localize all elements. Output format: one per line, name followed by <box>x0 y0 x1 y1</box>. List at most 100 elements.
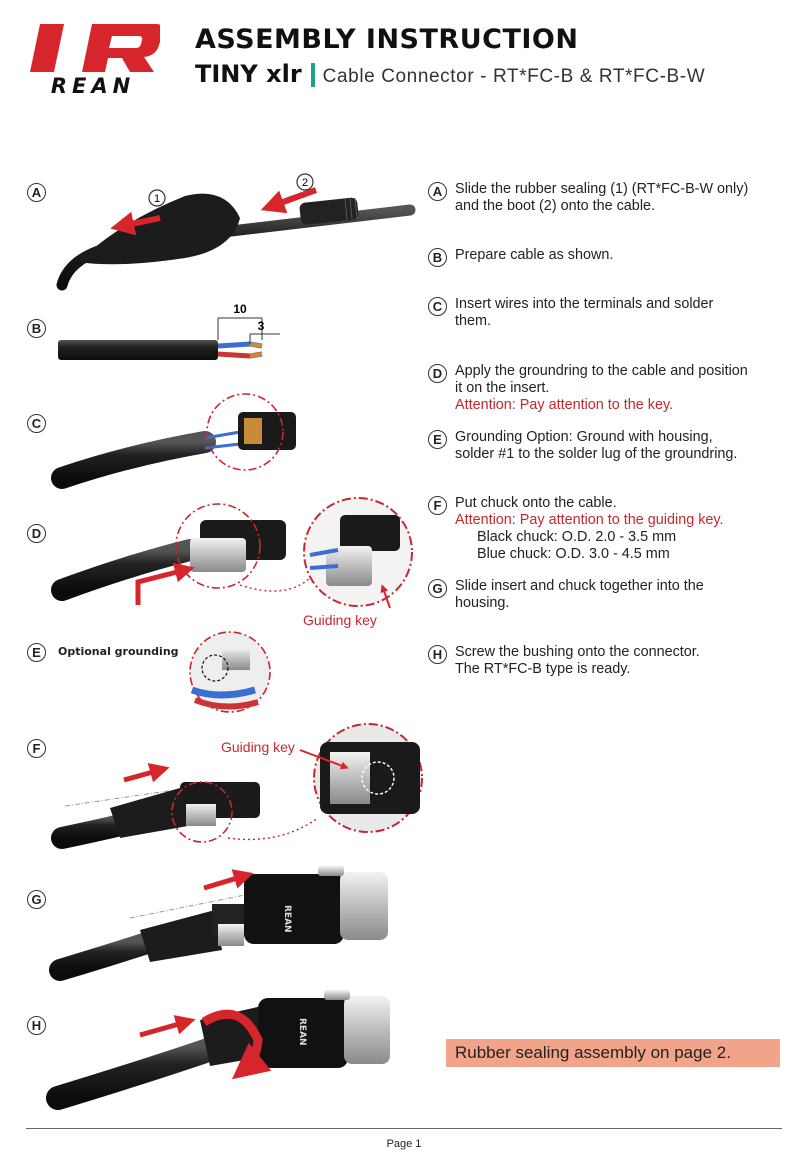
illustration-step-e <box>189 631 271 713</box>
instruction-h-line-1: Screw the bushing onto the connector. <box>455 644 700 660</box>
latch <box>324 990 350 1000</box>
cable-jacket <box>58 340 218 360</box>
housing <box>244 874 344 944</box>
rean-logo: REAN <box>26 22 164 98</box>
instruction-e-line-1: Grounding Option: Ground with housing, <box>455 429 713 445</box>
instruction-e-line-2: solder #1 to the solder lug of the groun… <box>455 446 738 462</box>
arrow-2-label: 2 <box>302 177 308 189</box>
guiding-key-label: Guiding key <box>221 739 295 755</box>
illustration-step-a: 1 2 <box>56 173 416 291</box>
instr-marker-a: A <box>428 182 447 201</box>
instruction-c-line-2: them. <box>455 313 491 329</box>
red-arrow <box>203 869 254 891</box>
illustration-step-h: REAN <box>46 990 390 1110</box>
step-marker-d: D <box>27 524 46 543</box>
instruction-a-line-2: and the boot (2) onto the cable. <box>455 198 656 214</box>
wire-red <box>193 697 259 710</box>
red-arrow <box>123 763 170 783</box>
zoom-groundring <box>326 546 372 586</box>
step-marker-e: E <box>27 643 46 662</box>
dimension-10: 10 <box>233 302 247 316</box>
instr-marker-e: E <box>428 430 447 449</box>
instruction-f-attention: Attention: Pay attention to the guiding … <box>455 512 724 528</box>
product-title: TINY xlr Cable Connector - RT*FC-B & RT*… <box>195 60 705 90</box>
cable <box>51 539 201 601</box>
arrow-1-label: 1 <box>154 193 160 205</box>
product-description: Cable Connector - RT*FC-B & RT*FC-B-W <box>322 66 706 87</box>
chuck <box>110 788 188 838</box>
spec-blue-chuck: Blue chuck: O.D. 3.0 - 4.5 mm <box>477 546 670 562</box>
boot <box>299 197 359 225</box>
guiding-key-label: Guiding key <box>303 612 377 628</box>
screw-rotation-arrow <box>201 1009 272 1080</box>
axis-line <box>64 789 176 807</box>
red-arrow <box>135 562 195 605</box>
housing <box>258 998 348 1068</box>
detail-circle <box>206 393 284 471</box>
page-title: ASSEMBLY INSTRUCTION <box>195 24 579 55</box>
illustration-step-b: 10 3 <box>58 302 280 360</box>
illustration-step-d: Guiding key <box>51 497 413 628</box>
instr-marker-h: H <box>428 645 447 664</box>
groundring <box>186 804 216 826</box>
wire-blue <box>190 686 256 699</box>
instruction-h-line-2: The RT*FC-B type is ready. <box>455 661 631 677</box>
detail-circle <box>175 503 261 589</box>
guiding-key-pointer <box>299 749 349 770</box>
solder-point <box>201 654 229 682</box>
stripped-copper <box>249 342 263 358</box>
title-divider <box>310 63 315 87</box>
product-name: TINY xlr <box>195 60 302 88</box>
cable <box>51 431 216 489</box>
instruction-a: Slide the rubber sealing (1) (RT*FC-B-W … <box>455 181 790 215</box>
key-highlight <box>361 761 395 795</box>
cable <box>49 931 161 981</box>
instruction-d-line-1: Apply the groundring to the cable and po… <box>455 363 748 379</box>
red-arrow <box>139 1015 196 1038</box>
arrow-2 <box>260 187 318 214</box>
instruction-d-attention: Attention: Pay attention to the key. <box>455 397 674 413</box>
step-marker-h: H <box>27 1016 46 1035</box>
latch <box>318 866 344 876</box>
instruction-f: Put chuck onto the cable. Attention: Pay… <box>455 495 790 563</box>
dimension-lines <box>217 317 280 344</box>
instruction-e: Grounding Option: Ground with housing, s… <box>455 429 790 463</box>
step-marker-b: B <box>27 319 46 338</box>
housing-brand: REAN <box>297 1018 307 1046</box>
footer-divider <box>26 1128 782 1129</box>
instr-marker-d: D <box>428 364 447 383</box>
instruction-d-line-2: it on the insert. <box>455 380 550 396</box>
zoom-insert <box>340 515 400 551</box>
zoom-groundring <box>330 752 370 804</box>
step-marker-g: G <box>27 890 46 909</box>
groundring <box>218 924 244 946</box>
chuck <box>140 910 222 962</box>
page-number: Page 1 <box>386 1138 422 1150</box>
label-circle-1 <box>148 189 166 207</box>
instruction-b-line-1: Prepare cable as shown. <box>455 247 614 263</box>
instruction-c: Insert wires into the terminals and sold… <box>455 296 790 330</box>
instruction-h: Screw the bushing onto the connector. Th… <box>455 644 790 678</box>
zoom-wires <box>309 548 339 570</box>
leader-dotted <box>239 577 311 592</box>
instruction-d: Apply the groundring to the cable and po… <box>455 363 790 414</box>
arrow-1 <box>110 211 161 236</box>
illustration-step-c <box>51 393 296 489</box>
xlr-socket <box>344 996 390 1064</box>
terminals <box>244 418 262 444</box>
rubber-sealing-note: Rubber sealing assembly on page 2. <box>446 1039 780 1067</box>
illustration-step-g: REAN <box>49 866 388 981</box>
instr-marker-f: F <box>428 496 447 515</box>
instr-marker-g: G <box>428 579 447 598</box>
boot-thread <box>344 197 358 221</box>
step-marker-a: A <box>27 183 46 202</box>
illustration-step-f: Guiding key <box>51 723 423 849</box>
instr-marker-b: B <box>428 248 447 267</box>
rean-logo-mark <box>30 24 164 72</box>
label-circle-2 <box>296 173 314 191</box>
instr-marker-c: C <box>428 297 447 316</box>
leader-dotted <box>227 817 319 841</box>
step-marker-c: C <box>27 414 46 433</box>
instruction-g: Slide insert and chuck together into the… <box>455 578 790 612</box>
